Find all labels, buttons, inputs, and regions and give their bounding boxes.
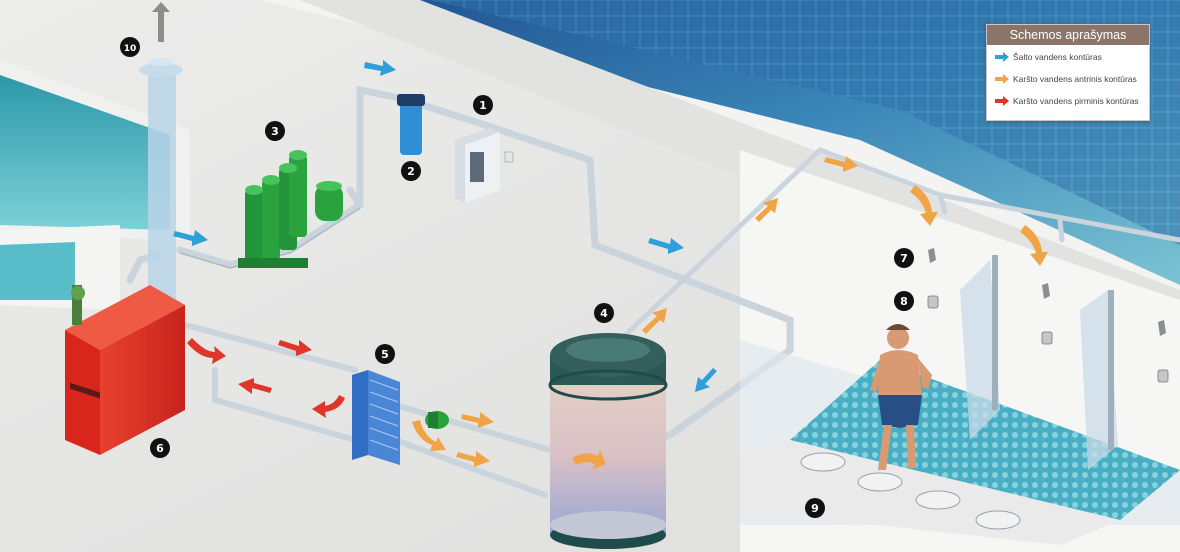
secondary-flow-arrows xyxy=(412,156,1048,470)
floor-drains xyxy=(800,452,1021,530)
svg-text:10: 10 xyxy=(124,44,137,54)
legend-item-hot-secondary: Karšto vandens antrinis kontūras xyxy=(987,69,1149,89)
shower-heads xyxy=(928,248,1166,336)
marker-3: 3 xyxy=(265,121,285,141)
arrow-right-icon xyxy=(995,96,1009,106)
legend-label-hot-secondary: Karšto vandens antrinis kontūras xyxy=(1013,74,1137,84)
legend-label-cold: Šalto vandens kontūras xyxy=(1013,52,1102,62)
power-socket xyxy=(504,151,514,163)
marker-9: 9 xyxy=(805,498,825,518)
primary-loop-pipes xyxy=(182,322,553,498)
chimney xyxy=(148,70,176,300)
svg-text:6: 6 xyxy=(156,442,164,455)
svg-text:5: 5 xyxy=(381,348,389,361)
legend-title: Schemos aprašymas xyxy=(987,25,1149,45)
pump-station xyxy=(238,150,308,268)
cold-flow-arrows xyxy=(173,60,717,392)
svg-text:2: 2 xyxy=(407,165,415,178)
legend-panel: Schemos aprašymas Šalto vandens kontūras… xyxy=(986,24,1150,121)
person-showering xyxy=(870,324,932,470)
shower-mixers xyxy=(927,295,1169,383)
svg-text:1: 1 xyxy=(479,99,487,112)
primary-flow-arrows xyxy=(187,338,345,418)
shower-partitions xyxy=(960,255,1118,470)
hot-supply-pipe xyxy=(612,147,1180,348)
gas-valve xyxy=(71,285,85,325)
filter-head xyxy=(397,94,425,106)
svg-text:4: 4 xyxy=(600,307,608,320)
legend-item-cold: Šalto vandens kontūras xyxy=(987,47,1149,67)
svg-text:9: 9 xyxy=(811,502,819,515)
legend-label-hot-primary: Karšto vandens pirminis kontūras xyxy=(1013,96,1139,106)
storage-tank xyxy=(548,333,668,549)
left-pool-water-2 xyxy=(0,242,75,300)
chimney-cap xyxy=(139,63,183,77)
left-pool-water xyxy=(0,75,170,230)
expansion-vessel xyxy=(315,181,343,221)
boiler-top xyxy=(65,285,185,350)
exhaust-arrow-icon xyxy=(152,2,170,42)
marker-4: 4 xyxy=(594,303,614,323)
uv-panel xyxy=(470,152,484,182)
plate-heat-exchanger xyxy=(352,370,400,465)
svg-text:8: 8 xyxy=(900,295,908,308)
legend-item-hot-primary: Karšto vandens pirminis kontūras xyxy=(987,91,1149,111)
water-filter xyxy=(400,100,422,155)
chimney-top xyxy=(148,58,174,66)
marker-8: 8 xyxy=(894,291,914,311)
boiler-front xyxy=(100,305,185,455)
marker-2: 2 xyxy=(401,161,421,181)
marker-5: 5 xyxy=(375,344,395,364)
marker-6: 6 xyxy=(150,438,170,458)
marker-7: 7 xyxy=(894,248,914,268)
marker-10: 10 xyxy=(120,37,140,57)
svg-text:3: 3 xyxy=(271,125,279,138)
arrow-right-icon xyxy=(995,74,1009,84)
svg-text:7: 7 xyxy=(900,252,908,265)
circulation-pump xyxy=(425,411,449,429)
marker-1: 1 xyxy=(473,95,493,115)
arrow-right-icon xyxy=(995,52,1009,62)
boiler-panel xyxy=(70,382,100,399)
